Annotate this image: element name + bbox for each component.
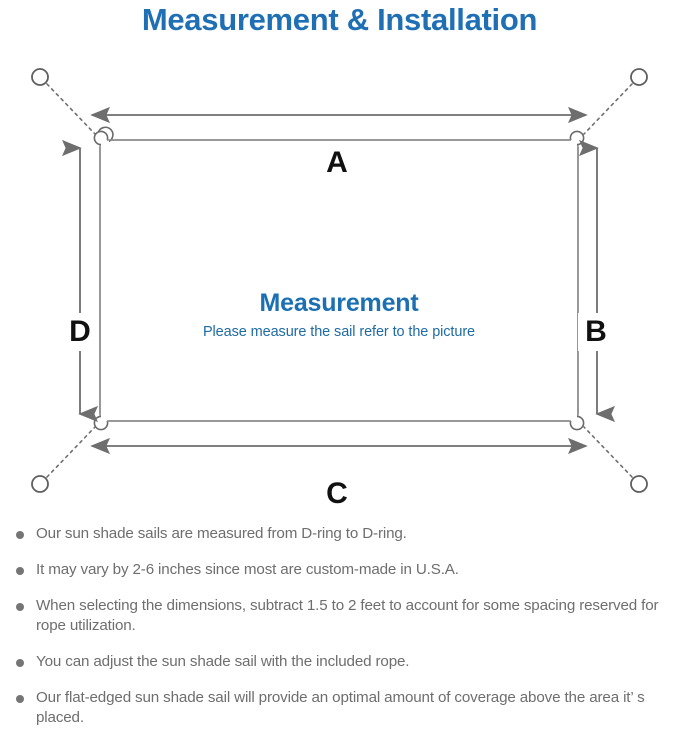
dimension-label-d: D [62,313,98,351]
anchor-ring-top-right [630,68,648,86]
sail-subheading: Please measure the sail refer to the pic… [202,324,476,340]
sail-body [99,139,579,422]
bullet-icon [16,531,24,539]
bullet-icon [16,603,24,611]
dimension-label-b: B [578,313,614,351]
list-item: It may vary by 2-6 inches since most are… [8,560,665,580]
anchor-ring-bottom-left [31,475,49,493]
list-item: Our sun shade sails are measured from D-… [8,524,665,544]
list-item: You can adjust the sun shade sail with t… [8,652,665,672]
list-item: Our flat-edged sun shade sail will provi… [8,688,665,728]
note-text: Our sun shade sails are measured from D-… [36,525,407,542]
bullet-icon [16,659,24,667]
note-text: It may vary by 2-6 inches since most are… [36,561,459,578]
sail-corner-strokes [99,139,579,422]
d-ring-masks [101,140,577,421]
anchor-ring-top-left [31,68,49,86]
anchor-ring-bottom-right [630,475,648,493]
list-item: When selecting the dimensions, subtract … [8,596,665,636]
bullet-icon [16,695,24,703]
dimension-label-c: C [307,476,367,512]
sail-heading: Measurement [259,289,419,317]
measurement-diagram: A B C D Measurement Please measure the s… [0,48,679,518]
note-text: You can adjust the sun shade sail with t… [36,653,410,670]
bullet-icon [16,567,24,575]
page-title: Measurement & Installation [141,2,538,37]
dimension-label-a: A [307,145,367,181]
diagram-canvas [31,68,648,493]
rope-bottom-right [583,426,633,478]
rope-top-left [46,83,96,135]
note-text: Our flat-edged sun shade sail will provi… [36,689,645,726]
notes-list: Our sun shade sails are measured from D-… [0,524,679,728]
note-text: When selecting the dimensions, subtract … [36,597,659,634]
rope-bottom-left [46,426,96,478]
rope-lines [46,83,633,478]
anchor-rings [31,68,648,493]
rope-top-right [583,83,633,135]
